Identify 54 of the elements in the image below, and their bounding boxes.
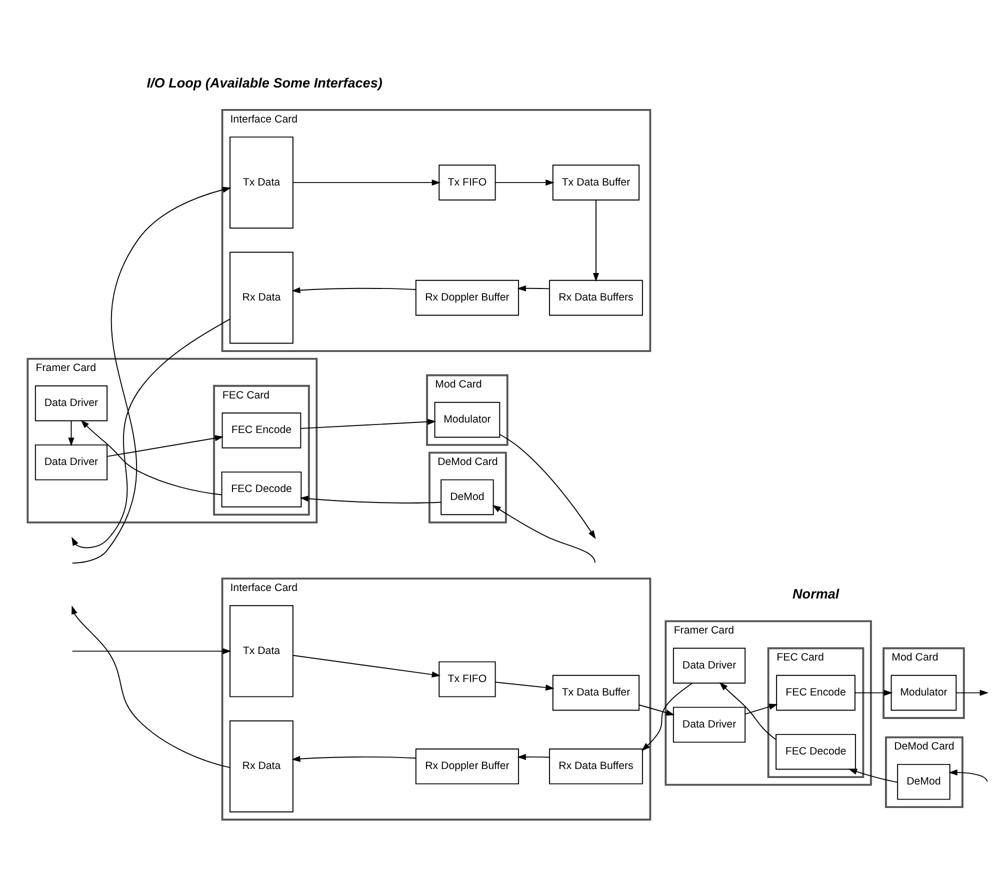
label: I/O Loop (Available Some Interfaces) (146, 74, 382, 90)
node-box: FEC Encode (222, 412, 302, 448)
arrow (494, 179, 554, 186)
arrow (106, 434, 224, 456)
arrow (744, 703, 778, 714)
arrow (292, 755, 416, 762)
arrow (300, 495, 442, 503)
arrow (948, 768, 988, 782)
node-box: Tx FIFO (438, 164, 496, 200)
arrow (72, 605, 230, 768)
arrow (499, 433, 596, 539)
arrow (492, 504, 596, 563)
arrow (68, 420, 74, 446)
arrow (72, 186, 232, 564)
arrow (292, 654, 441, 678)
node-box: FEC Encode (776, 674, 856, 710)
arrow (292, 179, 441, 186)
arrow (956, 689, 989, 696)
arrow (517, 284, 550, 291)
node-box: Tx Data (230, 604, 294, 697)
node-box: FEC Decode (221, 471, 302, 507)
arrow (719, 682, 776, 740)
node-box: DeMod (440, 478, 494, 515)
arrow (854, 689, 893, 696)
node-box: Rx Data (230, 251, 294, 344)
node-box: Tx Data (230, 136, 294, 228)
arrow (300, 418, 436, 428)
node-box: FEC Decode (776, 733, 856, 770)
node-box: Data Driver (672, 706, 746, 742)
node-box: Modulator (890, 674, 957, 710)
arrow (292, 286, 416, 293)
arrow (72, 318, 230, 548)
node-box: Tx FIFO (438, 660, 496, 697)
arrow (80, 419, 222, 495)
node-box: Rx Doppler Buffer (415, 748, 520, 784)
node-box: Rx Data Buffers (549, 748, 643, 784)
arrow (517, 753, 550, 760)
node-box: Data Driver (34, 384, 108, 421)
label: Normal (792, 586, 840, 602)
arrow (848, 768, 898, 782)
node-box: Tx Data Buffer (552, 164, 640, 200)
node-box: DeMod (897, 763, 950, 800)
node-box: Modulator (434, 401, 500, 438)
arrow (641, 682, 693, 751)
arrow (592, 199, 600, 282)
arrow (494, 681, 554, 690)
node-box: Data Driver (34, 444, 108, 480)
arrow (638, 704, 675, 716)
node-box: Tx Data Buffer (552, 674, 640, 710)
node-box: Rx Data Buffers (549, 279, 643, 316)
node-box: Rx Data (230, 720, 294, 812)
node-box: Data Driver (672, 647, 746, 684)
node-box: Rx Doppler Buffer (415, 279, 520, 316)
arrow (72, 648, 232, 654)
